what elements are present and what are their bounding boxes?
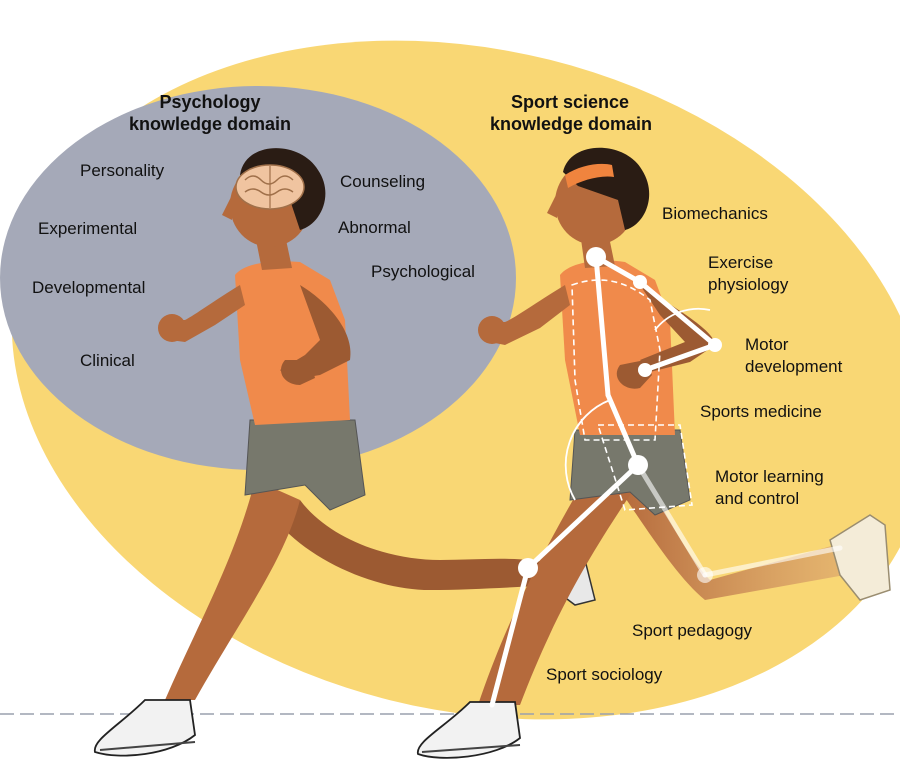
sport-field-motor-learning-line2: and control xyxy=(715,488,824,510)
sport-field-exercise-physiology-line1: Exercise xyxy=(708,252,788,274)
psychology-field-counseling: Counseling xyxy=(340,172,425,192)
sport-field-exercise-physiology-line2: physiology xyxy=(708,274,788,296)
psychology-title-line1: Psychology xyxy=(120,91,300,113)
sport-field-exercise-physiology: Exercise physiology xyxy=(708,252,788,296)
sport-field-motor-learning-line1: Motor learning xyxy=(715,466,824,488)
psychology-title-line2: knowledge domain xyxy=(120,113,300,135)
psychology-field-clinical: Clinical xyxy=(80,351,135,371)
sport-field-sport-sociology-text: Sport sociology xyxy=(546,665,662,684)
brain-icon xyxy=(236,165,304,209)
psychology-field-developmental: Developmental xyxy=(32,278,145,298)
sport-field-sport-pedagogy-text: Sport pedagogy xyxy=(632,621,752,640)
sport-field-biomechanics: Biomechanics xyxy=(662,204,768,224)
sport-field-biomechanics-text: Biomechanics xyxy=(662,204,768,223)
sport-field-motor-learning: Motor learning and control xyxy=(715,466,824,510)
sport-field-motor-development: Motor development xyxy=(745,334,842,378)
psychology-domain-title: Psychology knowledge domain xyxy=(120,91,300,135)
psychology-field-personality: Personality xyxy=(80,161,164,181)
sport-science-title-line1: Sport science xyxy=(490,91,650,113)
sport-field-sport-sociology: Sport sociology xyxy=(546,665,662,685)
psychology-field-abnormal: Abnormal xyxy=(338,218,411,238)
sport-science-title-line2: knowledge domain xyxy=(490,113,650,135)
sport-science-domain-title: Sport science knowledge domain xyxy=(490,91,650,135)
sport-field-sports-medicine-text: Sports medicine xyxy=(700,402,822,421)
psychology-field-experimental: Experimental xyxy=(38,219,137,239)
left-runner-shoe-icon xyxy=(95,700,195,756)
sport-field-motor-development-line1: Motor xyxy=(745,334,842,356)
psychology-field-psychological: Psychological xyxy=(371,262,475,282)
sport-field-sports-medicine: Sports medicine xyxy=(700,402,822,422)
sport-field-sport-pedagogy: Sport pedagogy xyxy=(632,621,752,641)
sport-field-motor-development-line2: development xyxy=(745,356,842,378)
